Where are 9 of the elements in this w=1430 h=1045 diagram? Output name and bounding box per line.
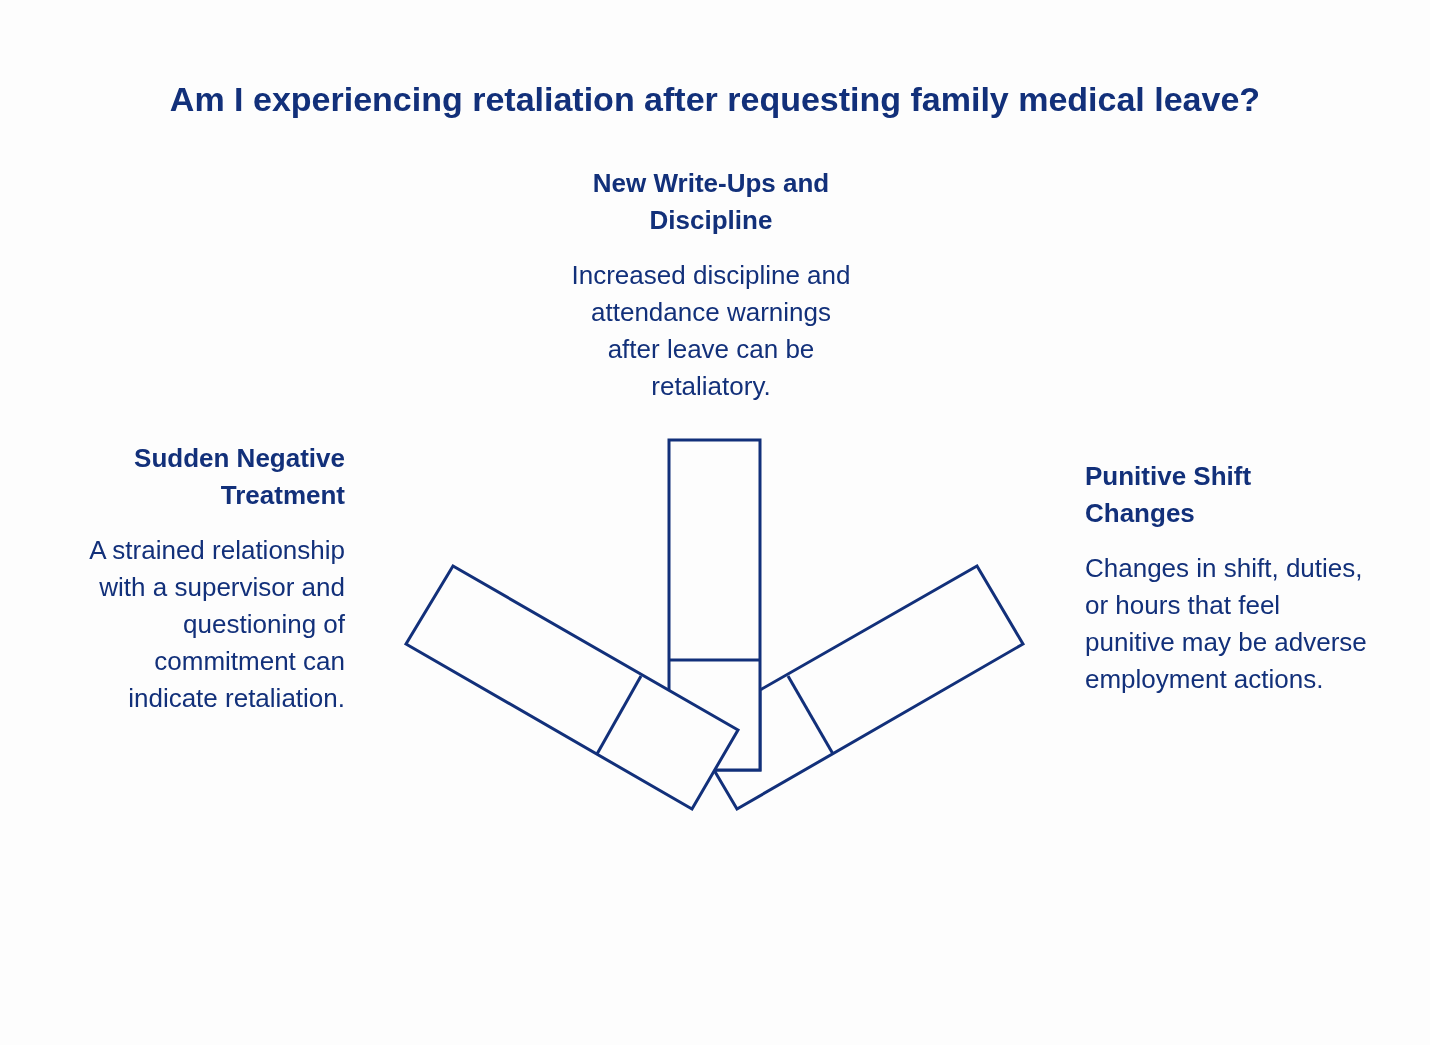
title: Am I experiencing retaliation after requesting family medical leave?	[168, 80, 1262, 119]
bar-shape	[711, 563, 1026, 812]
item-heading: Punitive Shift Changes	[1085, 460, 1253, 530]
item-heading: Sudden Negative Treatment	[133, 442, 345, 512]
bar-shape	[403, 563, 741, 812]
item-description: A strained relationship with a supervisor and questioning of commitment can indicate retaliation.	[88, 534, 345, 715]
item-description: Increased discipline and attendance warnings after leave can be retaliatory.	[570, 259, 852, 403]
item-description: Changes in shift, duties, or hours that feel punitive may be adverse employment actions.	[1085, 552, 1367, 696]
item-heading: New Write-Ups and Discipline	[591, 167, 831, 237]
